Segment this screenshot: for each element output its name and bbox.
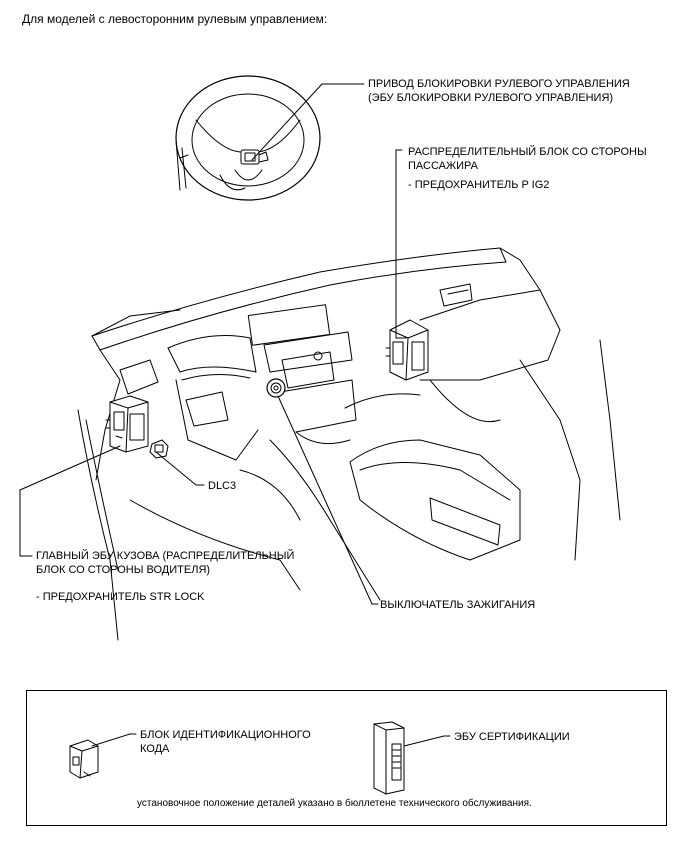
dlc3-connector-part: [149, 439, 169, 459]
dashboard-illustration: [77, 247, 621, 641]
steering-lock-label-line2: (ЭБУ БЛОКИРОВКИ РУЛЕВОГО УПРАВЛЕНИЯ): [368, 92, 614, 104]
ignition-switch-part: [266, 378, 286, 398]
main-body-ecu-label-line1: ГЛАВНЫЙ ЭБУ КУЗОВА (РАСПРЕДЕЛИТЕЛЬНЫЙ: [36, 550, 295, 562]
steering-lock-label-line1: ПРИВОД БЛОКИРОВКИ РУЛЕВОГО УПРАВЛЕНИЯ: [368, 78, 630, 90]
passenger-jb-fuse-label: - ПРЕДОХРАНИТЕЛЬ P IG2: [408, 179, 550, 191]
id-code-box-label-line2: КОДА: [140, 743, 170, 755]
page-header: Для моделей с левосторонним рулевым упра…: [22, 12, 328, 26]
dlc3-label: DLC3: [208, 480, 237, 492]
legend-note: установочное положение деталей указано в…: [137, 798, 532, 809]
main-body-ecu-part: [105, 395, 149, 453]
passenger-jb-label-line1: РАСПРЕДЕЛИТЕЛЬНЫЙ БЛОК СО СТОРОНЫ: [408, 146, 647, 158]
main-body-ecu-fuse-label: - ПРЕДОХРАНИТЕЛЬ STR LOCK: [36, 591, 205, 603]
callout-leader-lines: [19, 83, 407, 605]
passenger-jb-label-line2: ПАССАЖИРА: [408, 160, 478, 172]
certification-ecu-part: [373, 721, 405, 795]
passenger-junction-block-part: [385, 319, 429, 381]
legend-box: [26, 690, 667, 826]
steering-lock-actuator-part: [240, 149, 269, 165]
id-code-box-label-line1: БЛОК ИДЕНТИФИКАЦИОННОГО: [140, 729, 311, 741]
legend-leader-lines: [91, 733, 451, 747]
ignition-switch-label: ВЫКЛЮЧАТЕЛЬ ЗАЖИГАНИЯ: [380, 599, 536, 611]
main-body-ecu-label-line2: БЛОК СО СТОРОНЫ ВОДИТЕЛЯ): [36, 564, 211, 576]
certification-ecu-label: ЭБУ СЕРТИФИКАЦИИ: [454, 731, 570, 743]
steering-wheel-illustration: [175, 75, 321, 201]
id-code-box-part: [69, 739, 99, 779]
